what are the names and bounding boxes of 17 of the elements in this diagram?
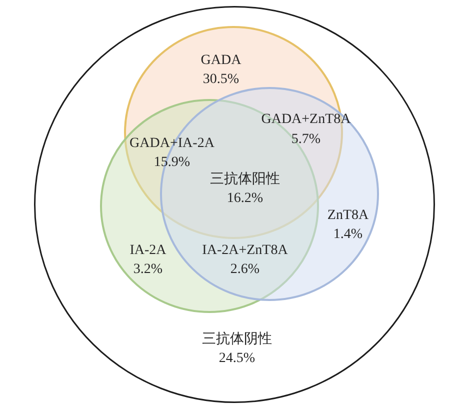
percent-value: 16.2%	[226, 190, 264, 208]
overlap-label: GADA+ZnT8A	[261, 111, 351, 129]
overlap-label: 三抗体阳性	[210, 171, 280, 189]
percent-value: 1.4%	[333, 226, 363, 244]
percent-value: 2.6%	[230, 261, 260, 279]
percent-value: 5.7%	[291, 131, 321, 149]
set-label: ZnT8A	[327, 207, 369, 225]
overlap-label: IA-2A+ZnT8A	[202, 242, 288, 260]
percent-value: 24.5%	[218, 350, 256, 368]
overlap-label: GADA+IA-2A	[130, 135, 214, 153]
set-label: 三抗体阴性	[202, 331, 272, 349]
percent-value: 15.9%	[154, 154, 190, 172]
percent-value: 3.2%	[133, 261, 163, 279]
outer-circle	[34, 6, 435, 403]
set-label: GADA	[200, 52, 242, 70]
percent-value: 30.5%	[202, 71, 240, 89]
set-label: IA-2A	[130, 242, 166, 260]
